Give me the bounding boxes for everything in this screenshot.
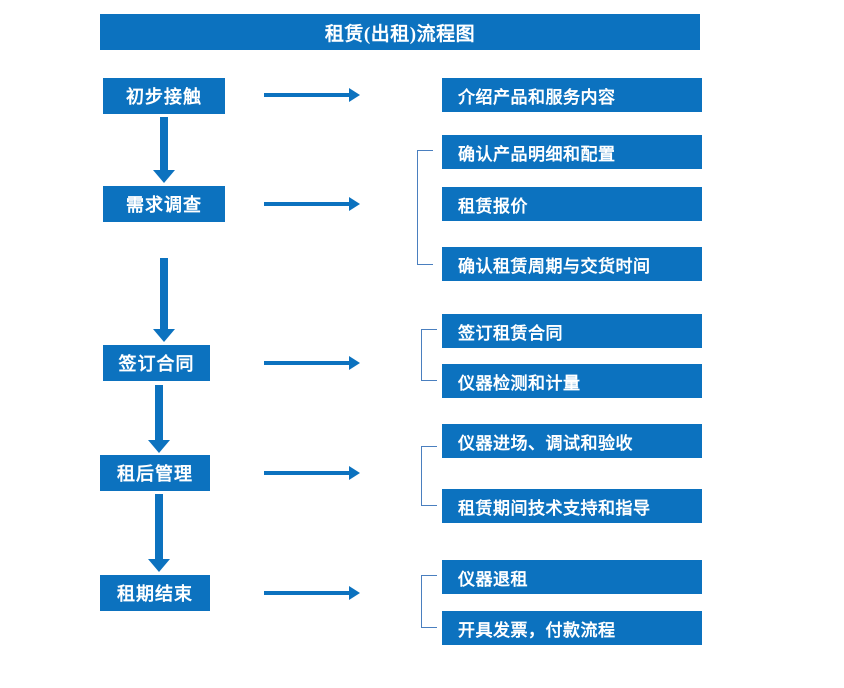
detail-box-rental-quote[interactable]: 租赁报价 bbox=[442, 187, 702, 221]
group-bracket-sign-contract bbox=[421, 329, 437, 381]
detail-box-confirm-period-delivery[interactable]: 确认租赁周期与交货时间 bbox=[442, 247, 702, 281]
detail-box-instrument-entry-commission[interactable]: 仪器进场、调试和验收 bbox=[442, 424, 702, 458]
detail-box-instrument-inspection[interactable]: 仪器检测和计量 bbox=[442, 364, 702, 398]
group-bracket-demand-survey bbox=[417, 150, 433, 265]
group-bracket-post-rental-management bbox=[421, 446, 437, 506]
stage-box-demand-survey[interactable]: 需求调查 bbox=[103, 186, 225, 222]
down-arrow-contract-to-management bbox=[148, 385, 170, 453]
right-arrow-sign-contract bbox=[264, 356, 360, 370]
detail-box-introduce-products[interactable]: 介绍产品和服务内容 bbox=[442, 78, 702, 112]
stage-box-post-rental-management[interactable]: 租后管理 bbox=[100, 455, 210, 491]
detail-box-instrument-return[interactable]: 仪器退租 bbox=[442, 560, 702, 594]
down-arrow-management-to-end bbox=[148, 494, 170, 572]
right-arrow-post-rental-management bbox=[264, 466, 360, 480]
detail-box-sign-rental-contract[interactable]: 签订租赁合同 bbox=[442, 314, 702, 348]
right-arrow-demand-survey bbox=[264, 197, 360, 211]
stage-box-lease-end[interactable]: 租期结束 bbox=[100, 575, 210, 611]
down-arrow-survey-to-contract bbox=[153, 258, 175, 342]
flowchart-title: 租赁(出租)流程图 bbox=[100, 14, 700, 50]
detail-box-invoice-payment[interactable]: 开具发票，付款流程 bbox=[442, 611, 702, 645]
right-arrow-lease-end bbox=[264, 586, 360, 600]
right-arrow-initial-contact bbox=[264, 88, 360, 102]
down-arrow-contact-to-survey bbox=[153, 117, 175, 183]
stage-box-initial-contact[interactable]: 初步接触 bbox=[103, 78, 225, 114]
detail-box-technical-support[interactable]: 租赁期间技术支持和指导 bbox=[442, 489, 702, 523]
group-bracket-lease-end bbox=[421, 575, 437, 628]
stage-box-sign-contract[interactable]: 签订合同 bbox=[103, 345, 210, 381]
detail-box-confirm-product-details[interactable]: 确认产品明细和配置 bbox=[442, 135, 702, 169]
